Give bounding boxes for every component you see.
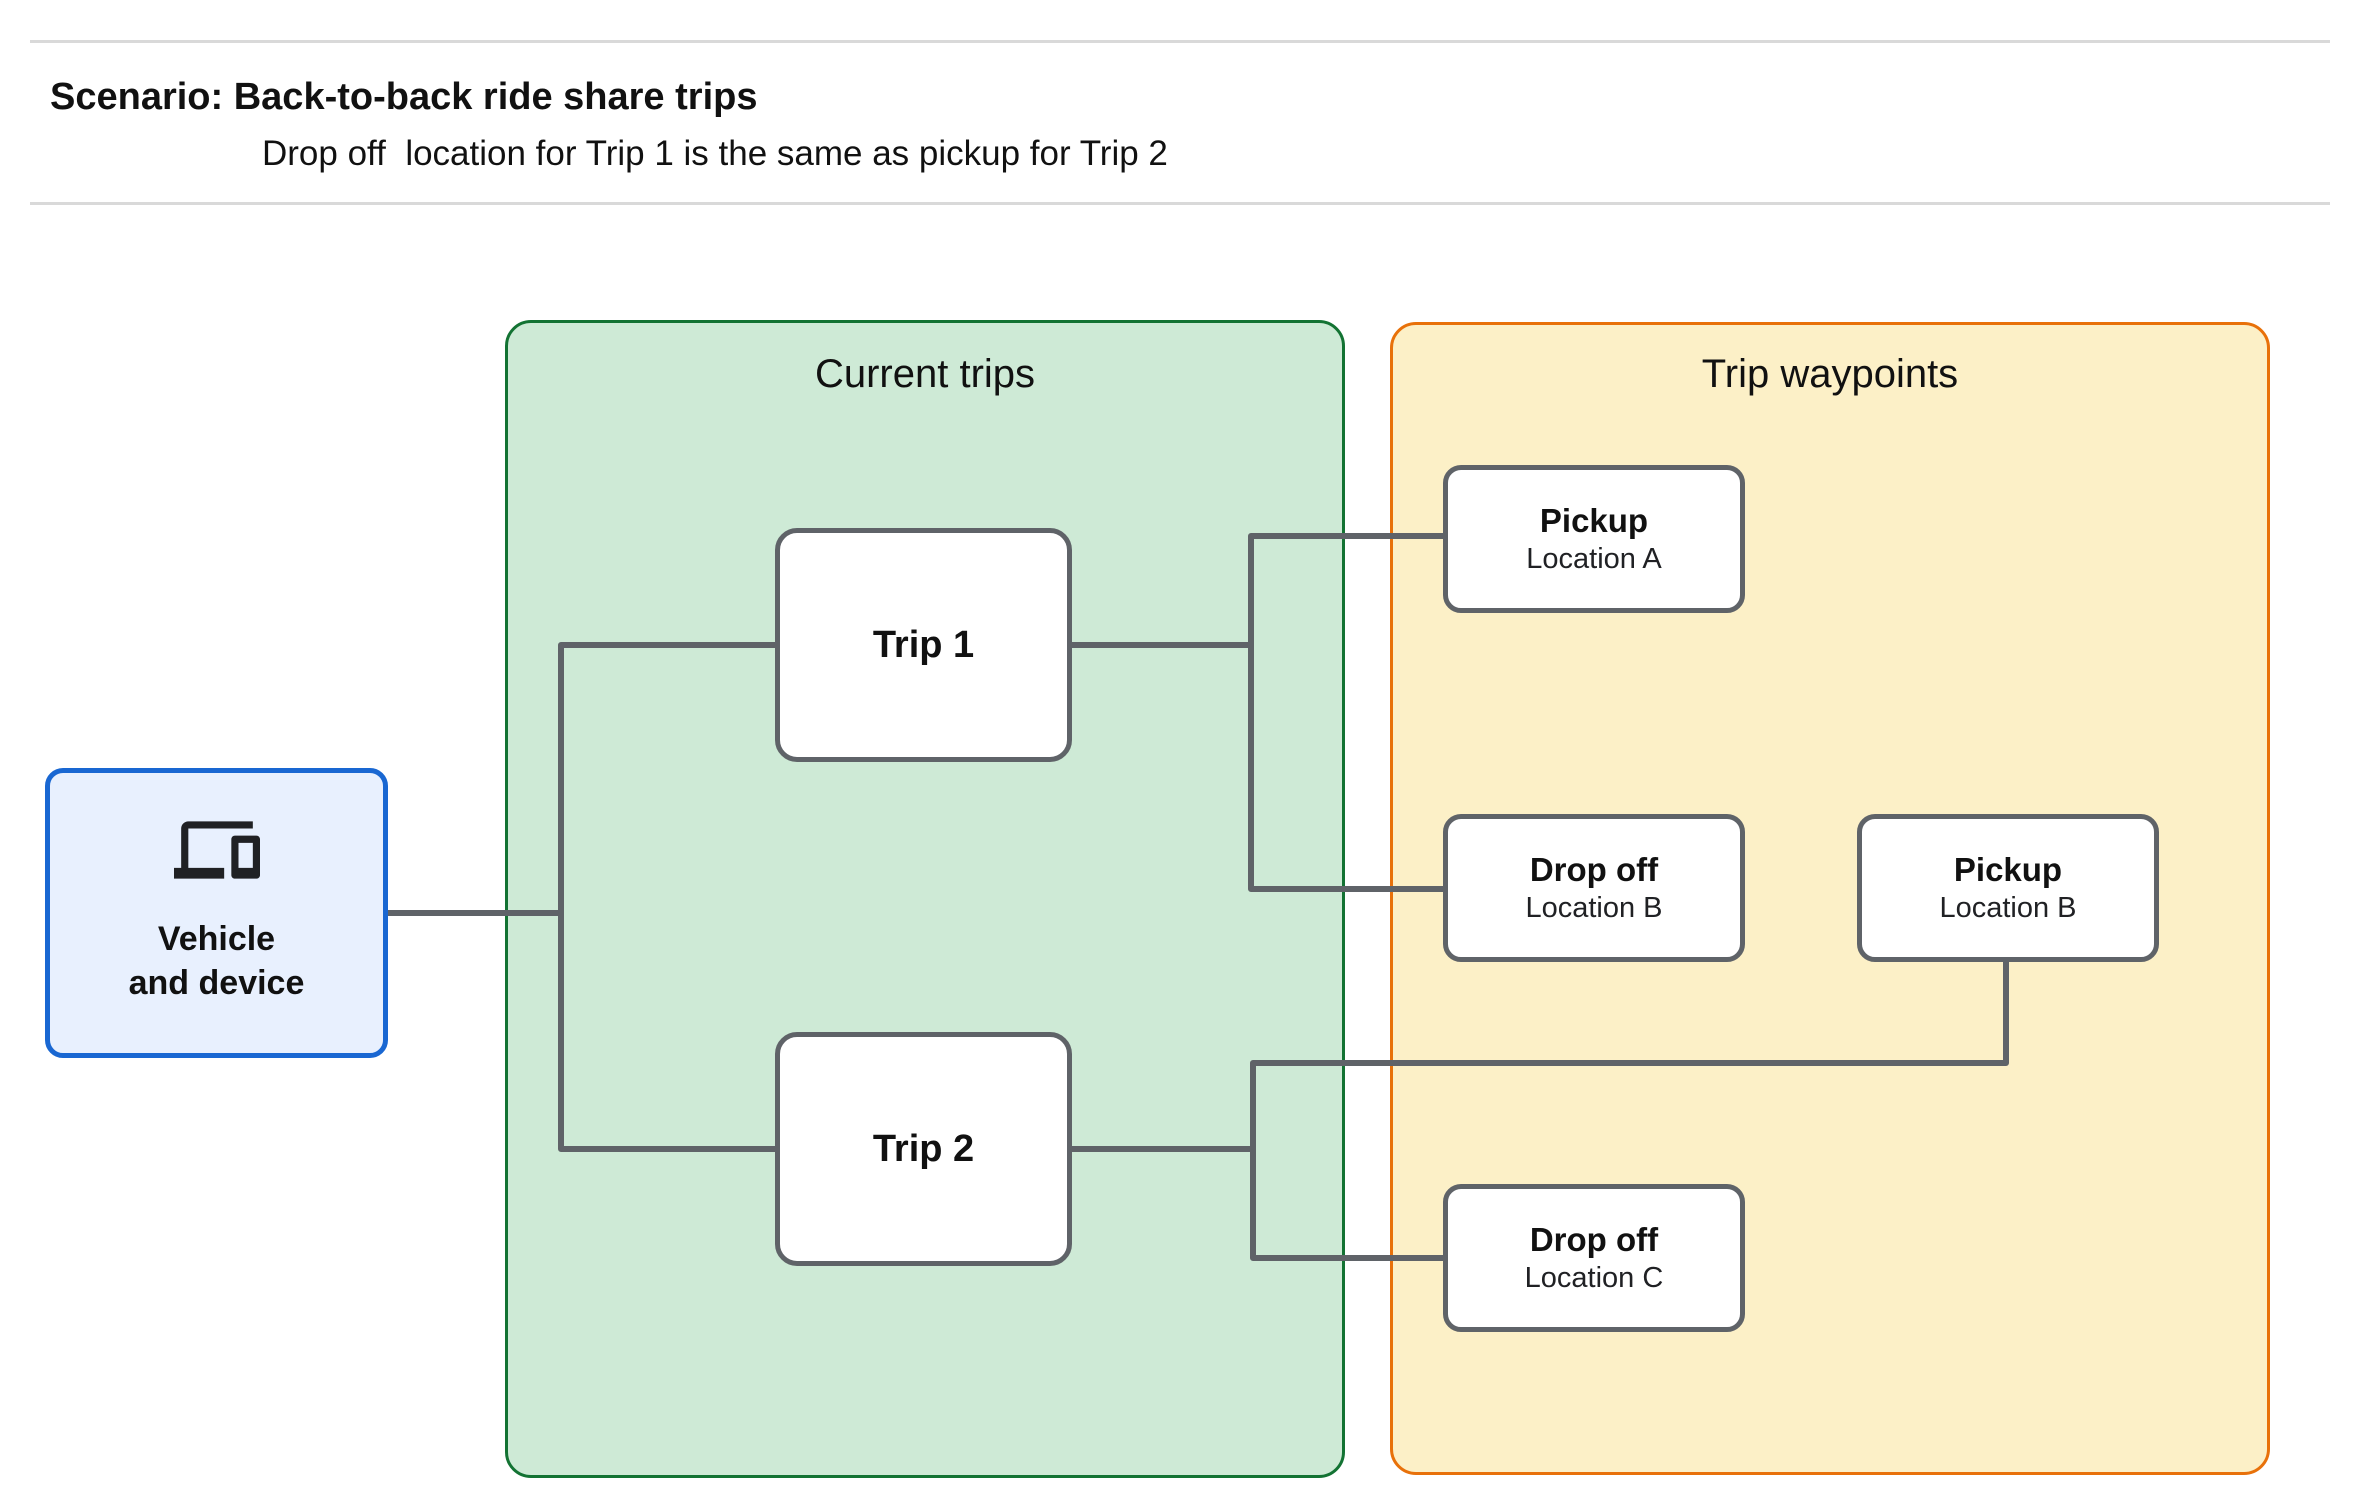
- page-subtitle: Drop off location for Trip 1 is the same…: [262, 134, 1168, 173]
- waypoint-location: Location A: [1526, 542, 1662, 575]
- trip2-to-waypoints-line: [1250, 958, 2009, 1261]
- vehicle-label-line2: and device: [128, 964, 305, 1003]
- trip-1-node: Trip 1: [775, 528, 1072, 762]
- trip-waypoints-title: Trip waypoints: [1701, 352, 1959, 396]
- current-trips-panel: [505, 320, 1345, 1478]
- devices-icon: [173, 821, 260, 879]
- dropoff-location-b-node: Drop off Location B: [1443, 814, 1745, 962]
- trip-2-label: Trip 2: [872, 1127, 975, 1170]
- waypoint-type: Pickup: [1953, 851, 2063, 889]
- waypoint-location: Location B: [1525, 891, 1663, 924]
- dropoff-location-c-node: Drop off Location C: [1443, 1184, 1745, 1332]
- waypoint-location: Location B: [1939, 891, 2077, 924]
- waypoint-type: Drop off: [1529, 1221, 1659, 1259]
- trip1-to-waypoints-line: [1248, 533, 1443, 892]
- trunk-to-trips-line: [558, 642, 775, 1152]
- pickup-location-a-node: Pickup Location A: [1443, 465, 1745, 613]
- page-title: Scenario: Back-to-back ride share trips: [50, 76, 758, 118]
- top-divider: [30, 40, 2330, 43]
- vehicle-and-device-node: Vehicle and device: [45, 768, 388, 1058]
- trip-2-node: Trip 2: [775, 1032, 1072, 1266]
- current-trips-title: Current trips: [814, 352, 1036, 396]
- trip-1-label: Trip 1: [872, 623, 975, 666]
- vehicle-node-label: Vehicle and device: [129, 917, 305, 1005]
- pickup-location-b-node: Pickup Location B: [1857, 814, 2159, 962]
- waypoint-type: Drop off: [1529, 851, 1659, 889]
- vehicle-label-line1: Vehicle: [157, 920, 276, 958]
- waypoint-type: Pickup: [1539, 502, 1649, 540]
- waypoint-location: Location C: [1524, 1261, 1664, 1294]
- header-divider: [30, 202, 2330, 205]
